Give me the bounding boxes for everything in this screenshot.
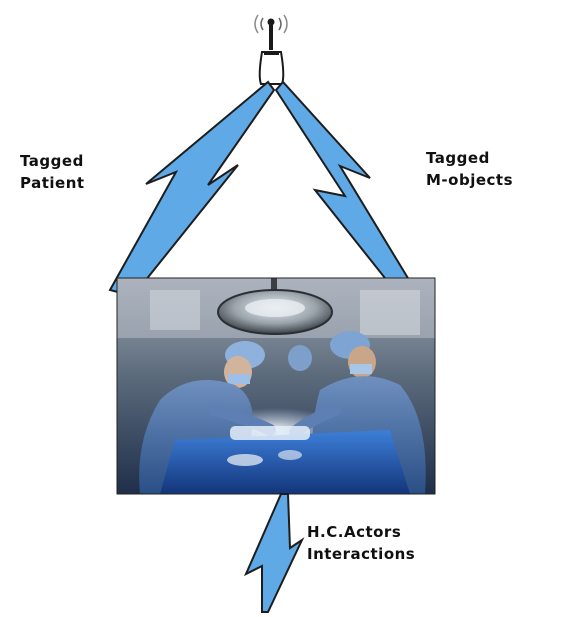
antenna-reader-icon	[254, 14, 288, 85]
hc-actors-label: H.C.Actors Interactions	[307, 521, 415, 565]
tagged-patient-label: Tagged Patient	[20, 150, 85, 194]
lightning-bolt-icon	[108, 80, 276, 298]
tagged-patient-line-2: Patient	[20, 174, 85, 192]
lightning-bolt-icon	[243, 493, 305, 613]
surgical-team-operating-room-photo	[116, 277, 436, 495]
hc-actors-line-1: H.C.Actors	[307, 523, 402, 541]
tagged-mobjects-label: Tagged M-objects	[426, 147, 513, 191]
lightning-bolt-icon	[274, 80, 422, 304]
tagged-mobjects-line-2: M-objects	[426, 171, 513, 189]
tagged-mobjects-line-1: Tagged	[426, 149, 490, 167]
tagged-patient-line-1: Tagged	[20, 152, 84, 170]
hc-actors-line-2: Interactions	[307, 545, 416, 563]
